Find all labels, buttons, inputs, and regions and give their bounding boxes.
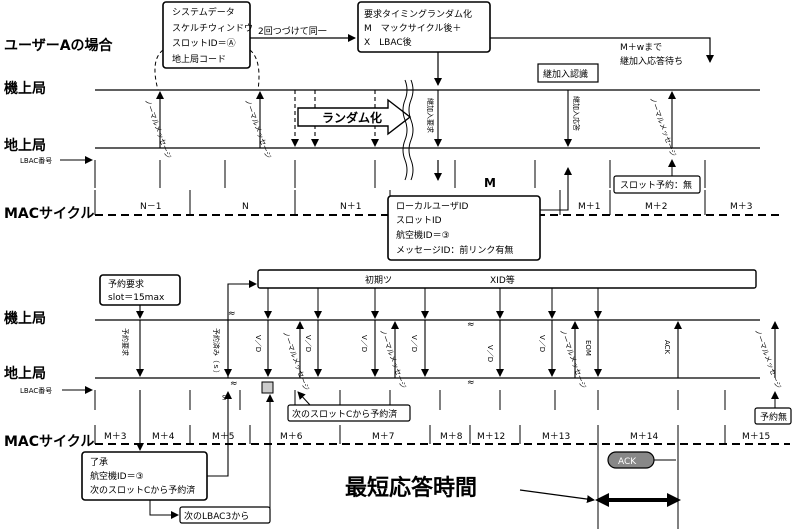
wait-text-1: M＋wまで	[620, 42, 662, 53]
vd-4: V／D	[410, 335, 418, 352]
break-mark-2: ≈	[467, 320, 475, 330]
cycle-n-1: N－1	[140, 202, 161, 212]
vd-5: V／D	[486, 345, 494, 362]
break-mark-4: ≈	[467, 378, 475, 388]
randomize-arrow: ランダム化	[297, 98, 412, 136]
randomize-label: ランダム化	[322, 110, 382, 125]
top-airborne-label: 機上局	[4, 80, 46, 97]
bottom-normal-msg-2: ノーマルメッセージ	[378, 328, 407, 390]
localbox-line-4: メッセージID：前リンク有無	[396, 244, 513, 256]
vd-1: V／D	[254, 335, 262, 352]
vd-3: V／D	[360, 335, 368, 352]
cycle-b-m+8: M＋8	[440, 431, 463, 442]
sysbox-line-3: スロットID＝Ⓐ	[172, 38, 236, 49]
vd-2: V／D	[304, 335, 312, 352]
bottom-mac-label: MACサイクル	[4, 434, 94, 450]
reservation-request-box: 予約要求 slot＝15max	[99, 274, 181, 306]
request-timing-box: 要求タイミングランダム化 M マックサイクル後＋ X LBAC後	[357, 1, 491, 53]
local-user-box: ローカルユーザID スロットID 航空機ID＝③ メッセージID：前リンク有無	[387, 195, 541, 261]
res-req-line-1: 予約要求	[108, 278, 144, 290]
shortest-response-label: 最短応答時間	[345, 475, 477, 501]
localbox-line-1: ローカルユーザID	[396, 201, 468, 212]
cycle-b-m+7: M＋7	[372, 431, 395, 442]
eom-label: EOM	[584, 340, 592, 356]
wait-text-2: 継加入応答待ち	[620, 55, 683, 67]
join-confirm-label: 継加入認識	[543, 68, 588, 80]
ackbox-line-2: 航空機ID＝③	[90, 470, 144, 482]
top-lbac-label: LBAC番号	[20, 157, 52, 165]
cycle-b-m+5: M＋5	[212, 431, 235, 442]
res-req-line-2: slot＝15max	[108, 293, 165, 303]
cycle-b-m+3: M＋3	[104, 431, 127, 442]
ack-pill: ACK	[618, 457, 637, 467]
cycle-b-m+15: M＋15	[742, 431, 770, 442]
top-mac-label: MACサイクル	[4, 206, 94, 222]
ackbox-line-3: 次のスロットCから予約済	[90, 484, 195, 496]
acknowledge-box: 了承 航空機ID＝③ 次のスロットCから予約済	[81, 451, 208, 501]
s-marker: S	[222, 394, 227, 402]
reqbox-line-2: M マックサイクル後＋	[364, 22, 461, 34]
bottom-ground-label: 地上局	[4, 365, 46, 382]
cycle-n: N	[242, 202, 249, 212]
next-lbac-box: 次のLBAC3から	[184, 510, 249, 522]
top-join-response: 継加入応答	[572, 96, 581, 131]
top-lbac-ticks	[94, 160, 706, 188]
top-normal-msg-1: ノーマルメッセージ	[143, 98, 172, 160]
ackbox-line-1: 了承	[90, 457, 108, 468]
m-label: M	[484, 176, 496, 190]
cycle-b-m+4: M＋4	[152, 431, 175, 442]
sysbox-line-4: 地上局コード	[172, 53, 226, 65]
top-ground-label: 地上局	[4, 137, 46, 154]
bottom-normal-msg-3: ノーマルメッセージ	[558, 328, 587, 390]
reqbox-line-3: X LBAC後	[364, 36, 412, 48]
localbox-line-3: 航空機ID＝③	[396, 229, 450, 241]
rot-res-request: 予約要求	[121, 328, 130, 356]
cycle-n+1: N＋1	[340, 201, 361, 212]
repeat-text: 2回つづけて同一	[258, 26, 327, 37]
top-title: ユーザーAの場合	[4, 37, 114, 54]
top-join-request: 継加入要求	[426, 98, 435, 133]
sysbox-line-2: スケルチウィンドウ	[172, 23, 253, 34]
ack-label: ACK	[663, 340, 671, 355]
rot-reserved: 予約済み（ｓ）	[212, 328, 221, 377]
next-slot-box: 次のスロットCから予約済	[292, 408, 397, 420]
cycle-m+3: M＋3	[730, 201, 753, 212]
cycle-b-m+12: M＋12	[477, 431, 505, 442]
bottom-normal-msg-4: ノーマルメッセージ	[753, 328, 782, 390]
localbox-line-2: スロットID	[396, 216, 442, 226]
vd-6: V／D	[538, 335, 546, 352]
break-mark-1: ≈	[228, 309, 236, 319]
initial-label: 初期ツ	[365, 274, 392, 286]
bottom-lbac-label: LBAC番号	[20, 387, 52, 395]
reqbox-line-1: 要求タイミングランダム化	[364, 8, 472, 20]
cycle-b-m+13: M＋13	[542, 431, 570, 442]
bottom-airborne-label: 機上局	[4, 310, 46, 327]
break-mark-3: ≈	[230, 379, 238, 389]
cycle-b-m+14: M＋14	[630, 431, 658, 442]
cycle-m+2: M＋2	[645, 201, 668, 212]
xid-label: XID等	[490, 274, 515, 286]
slot-reserve-none: スロット予約：無	[620, 179, 692, 191]
cycle-m+1: M＋1	[578, 201, 601, 212]
cycle-b-m+6: M＋6	[280, 431, 303, 442]
sysbox-line-1: システムデータ	[172, 6, 235, 18]
reserve-none-box: 予約無	[760, 411, 787, 423]
system-data-box: システムデータ スケルチウィンドウ スロットID＝Ⓐ 地上局コード	[162, 1, 253, 69]
top-normal-msg-2: ノーマルメッセージ	[243, 98, 272, 160]
